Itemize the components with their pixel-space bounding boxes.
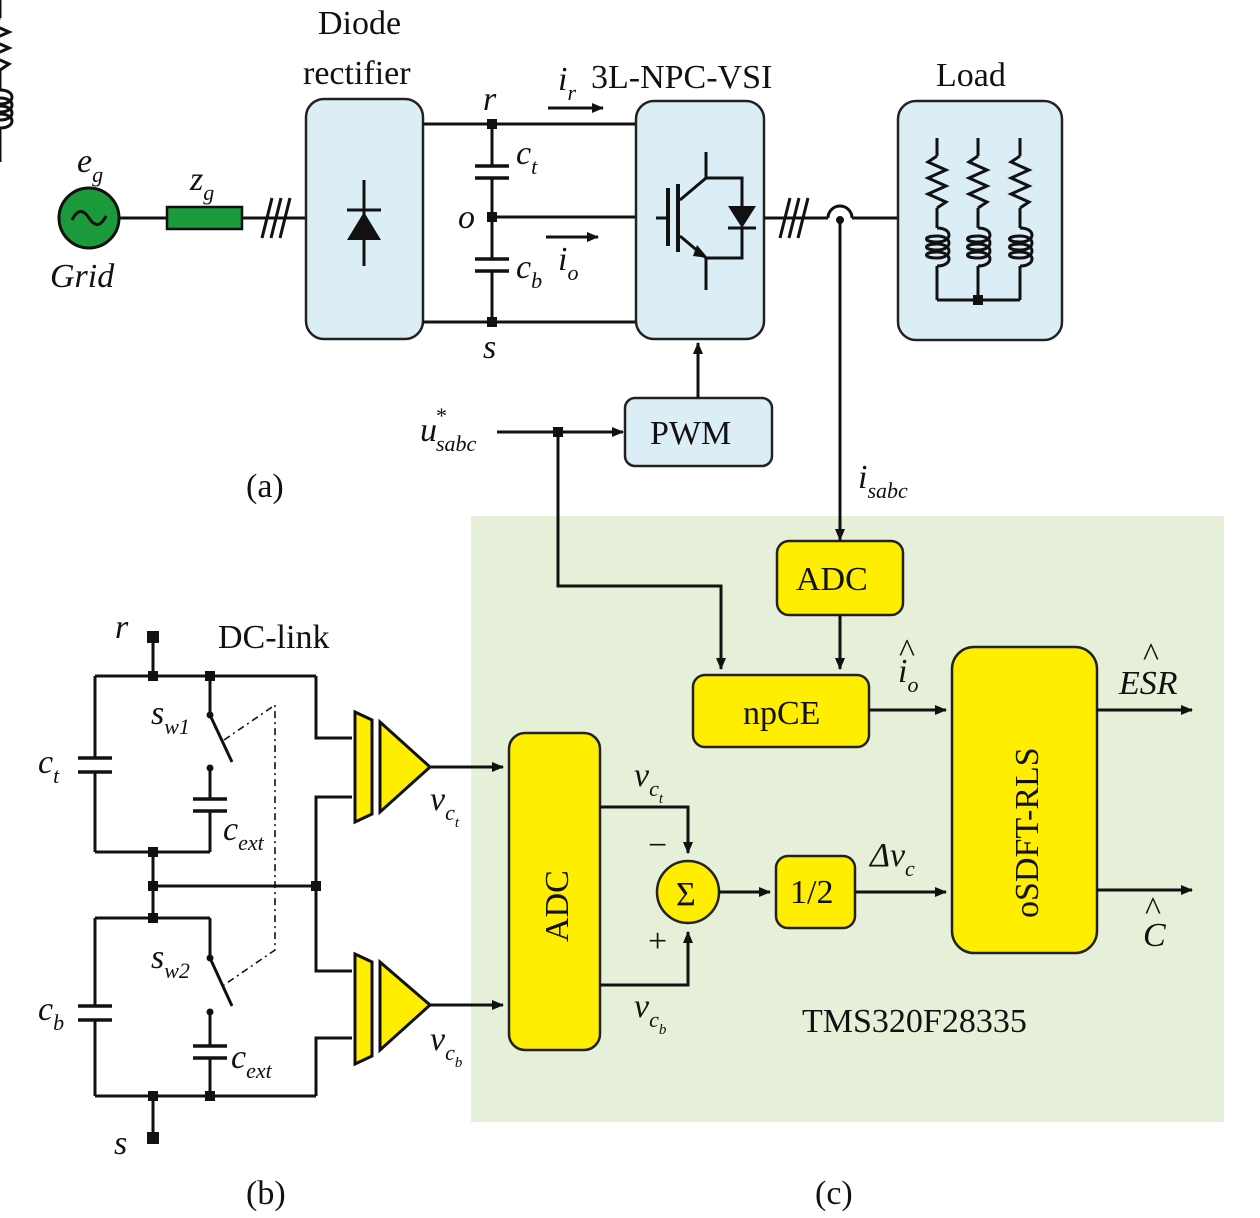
three-phase-mark-icon: [260, 197, 292, 239]
load-rl-icon: [0, 0, 1034, 305]
capacitor-ct-icon: [78, 756, 112, 774]
o-node-label: o: [458, 199, 475, 236]
ir-label: ir: [558, 61, 576, 105]
dc-link-title: DC-link: [218, 619, 329, 656]
grid-impedance-icon: [165, 205, 244, 231]
isabc-label: isabc: [858, 459, 908, 503]
vcb-b-label: vcb: [430, 1021, 463, 1071]
s-terminal-label: s: [114, 1125, 127, 1162]
cext-top-label: cext: [223, 811, 265, 855]
inverter-title: 3L-NPC-VSI: [591, 59, 772, 96]
capacitor-cb-icon: [475, 257, 509, 273]
current-sensor-icon: [826, 204, 854, 224]
load-title: Load: [936, 57, 1006, 94]
delta-vc-label: Δvc: [868, 837, 915, 881]
grid-label: Grid: [50, 258, 115, 295]
adc-voltage-label: ADC: [539, 870, 576, 942]
panel-a-label: (a): [246, 468, 284, 505]
igbt-icon: [656, 152, 756, 290]
capacitor-cb-b-icon: [78, 1004, 112, 1022]
diode-rectifier-title-1: Diode: [318, 5, 401, 42]
eg-label: eg: [77, 143, 103, 187]
capacitor-cext-bottom-icon: [193, 1044, 227, 1060]
zg-label: zg: [189, 161, 214, 205]
esr-hat-label: ESR: [1118, 665, 1178, 702]
diode-rectifier-title-2: rectifier: [303, 55, 411, 92]
diode-icon: [347, 180, 381, 266]
plus-sign: +: [648, 923, 667, 960]
pwm-label: PWM: [650, 415, 731, 452]
esr-hat-symbol: ^: [1143, 637, 1159, 674]
u-ref-label: u*sabc: [420, 403, 477, 456]
osdft-rls-block: [950, 645, 1099, 955]
switch-sw1-icon: [206, 676, 234, 799]
capacitor-cext-top-icon: [193, 797, 227, 813]
sw2-label: sw2: [151, 939, 190, 983]
c-hat-symbol: ^: [1145, 891, 1161, 928]
io-hat-label: io: [898, 653, 918, 697]
cext-bottom-label: cext: [231, 1039, 273, 1083]
osdft-rls-label: oSDFT-RLS: [1009, 747, 1046, 918]
r-node-label: r: [483, 81, 497, 118]
ct-label: ct: [516, 135, 538, 179]
three-phase-mark-icon: [778, 197, 810, 239]
minus-sign: −: [648, 827, 667, 864]
cb-label: cb: [516, 249, 542, 293]
sw1-label: sw1: [151, 695, 190, 739]
npce-label: npCE: [743, 695, 820, 732]
vcb-label: vcb: [634, 988, 667, 1038]
differential-amplifier-bottom-icon: [353, 951, 433, 1067]
sigma-label: Σ: [676, 876, 696, 913]
io-label: io: [558, 241, 578, 285]
ct-b-label: ct: [38, 744, 60, 788]
capacitor-ct-icon: [475, 164, 509, 180]
panel-b-label: (b): [246, 1175, 286, 1212]
processor-label: TMS320F28335: [802, 1003, 1027, 1040]
differential-amplifier-top-icon: [353, 709, 433, 825]
adc-voltage-block: [507, 731, 602, 1052]
cb-b-label: cb: [38, 991, 64, 1035]
c-hat-label: C: [1143, 917, 1166, 954]
r-terminal-label: r: [115, 609, 129, 646]
panel-c-label: (c): [815, 1175, 853, 1212]
inverter-block: [634, 99, 766, 341]
switch-sw2-icon: [206, 918, 234, 1046]
vct-label: vct: [634, 757, 664, 807]
s-node-label: s: [483, 329, 496, 366]
vct-b-label: vct: [430, 781, 460, 831]
grid-source-icon: [57, 186, 121, 250]
adc-current-label: ADC: [796, 561, 868, 598]
io-hat-symbol: ^: [899, 633, 915, 670]
half-gain-label: 1/2: [790, 874, 833, 911]
